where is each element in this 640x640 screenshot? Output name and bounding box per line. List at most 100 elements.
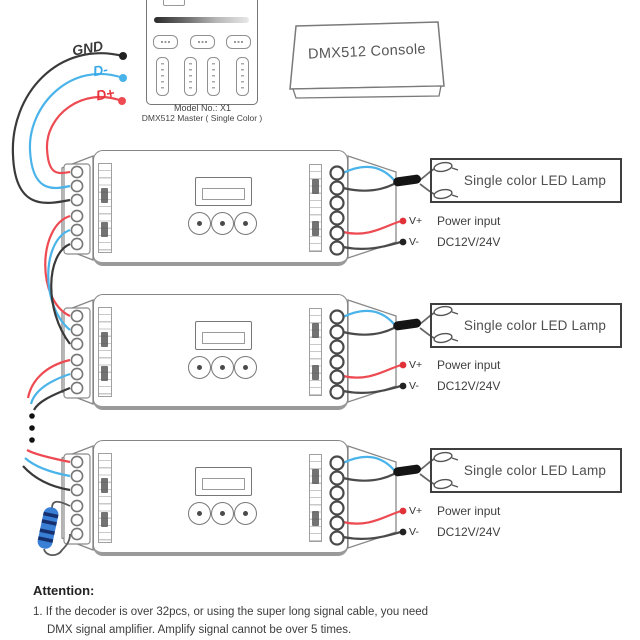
lamp-pin-bottom-lead [451, 484, 459, 488]
decoder-1-display-window [202, 188, 245, 200]
screw-terminal [329, 195, 345, 211]
screw-terminal [329, 515, 345, 531]
screw-terminal [70, 223, 84, 237]
v-minus-label-3: V- [409, 526, 419, 538]
decoder-2-right-terminal-labels [309, 308, 322, 396]
v-minus-label-1: V- [409, 236, 419, 248]
decoder-1-button-2 [211, 212, 234, 235]
attention-title: Attention: [33, 583, 95, 598]
power-input-label-3: Power input [437, 504, 501, 518]
power-wire-vplus [342, 363, 402, 379]
decoder-2-button-2 [211, 356, 234, 379]
decoder-3-left-terminal-labels [98, 453, 112, 543]
dmx-decoder-2-body [93, 294, 348, 410]
screw-terminal [70, 483, 84, 497]
master-dimmer-bar [154, 17, 249, 23]
decoder-right-wing [347, 155, 397, 259]
power-wire-vplus [342, 219, 402, 235]
screw-terminal [70, 499, 84, 513]
led-lamp-box-1: Single color LED Lamp [430, 158, 622, 203]
lamp-connector-pin-top [433, 451, 453, 463]
decoder-3-button-3 [234, 502, 257, 525]
power-input-label-1: Power input [437, 214, 501, 228]
decoder-1-left-terminal-labels [98, 163, 112, 253]
lamp-connector-pin-bottom [433, 478, 453, 490]
master-slider-1 [156, 57, 169, 96]
lamp-wire-blue [342, 309, 395, 325]
decoder-3-display-window [202, 478, 245, 490]
led-lamp-box-2: Single color LED Lamp [430, 303, 622, 348]
screw-terminal [70, 209, 84, 223]
power-wire-vminus [342, 384, 402, 394]
screw-terminal [70, 193, 84, 207]
v-minus-label-2: V- [409, 380, 419, 392]
screw-terminal [70, 513, 84, 527]
dc-voltage-label-1: DC12V/24V [437, 235, 501, 249]
screw-terminal [329, 500, 345, 516]
screw-terminal [70, 353, 84, 367]
master-button-3 [226, 35, 251, 49]
master-display-stub [163, 0, 185, 6]
lamp-connector-pin-bottom [433, 332, 453, 344]
lamp-connector-pin-bottom [433, 188, 453, 200]
decoder-3-button-2 [211, 502, 234, 525]
power-wire-vplus [342, 509, 402, 525]
vminus-terminal-dot [399, 382, 407, 390]
decoder-2-left-terminal-labels [98, 307, 112, 397]
daisy-chain-wires-in-3 [22, 449, 71, 492]
screw-terminal [329, 530, 345, 546]
screw-terminal [329, 210, 345, 226]
vplus-terminal-dot [399, 361, 407, 369]
screw-terminal [329, 240, 345, 256]
screw-terminal [329, 470, 345, 486]
master-button-2 [190, 35, 215, 49]
screw-terminal [70, 381, 84, 395]
d-minus-wire-end-dot [119, 74, 127, 82]
lamp-wire-blue [342, 165, 395, 181]
led-lamp-label-3: Single color LED Lamp [463, 463, 607, 478]
gnd-wire [11, 52, 124, 204]
v-plus-label-2: V+ [409, 359, 423, 371]
lamp-pin-top-lead [451, 167, 459, 171]
master-slider-2 [184, 57, 197, 96]
decoder-2-display-window [202, 332, 245, 344]
screw-terminal [70, 323, 84, 337]
screw-terminal [329, 165, 345, 181]
power-input-label-2: Power input [437, 358, 501, 372]
d-plus-wire [45, 95, 123, 175]
screw-terminal [329, 180, 345, 196]
d-plus-wire-end-dot [118, 97, 126, 105]
lamp-pin-bottom-lead [451, 338, 459, 342]
screw-terminal [70, 179, 84, 193]
screw-terminal [329, 369, 345, 385]
screw-terminal [329, 384, 345, 400]
daisy-chain-wires-1-2 [44, 214, 71, 345]
cable-connector [393, 318, 421, 331]
decoder-hardware [61, 299, 459, 405]
dc-voltage-label-2: DC12V/24V [437, 379, 501, 393]
lamp-pin-bottom-lead [451, 194, 459, 198]
decoder-input-terminal-block [63, 163, 91, 255]
screw-terminal [329, 225, 345, 241]
decoder-input-terminal-block [63, 307, 91, 399]
decoder-1-right-terminal-labels [309, 164, 322, 252]
screw-terminal [329, 485, 345, 501]
cable-connector [393, 464, 421, 477]
d-minus-wire [28, 72, 124, 190]
screw-terminal [329, 339, 345, 355]
daisy-chain-wires-2-out [26, 358, 71, 411]
led-lamp-label-1: Single color LED Lamp [463, 173, 607, 188]
power-wire-vminus [342, 530, 402, 540]
d-minus-wire-label: D- [91, 60, 110, 80]
decoder-1-button-3 [234, 212, 257, 235]
lamp-wire-dark [342, 327, 395, 336]
screw-terminal [70, 367, 84, 381]
power-wire-vminus [342, 240, 402, 250]
screw-terminal [329, 455, 345, 471]
decoder-right-wing [347, 299, 397, 403]
screw-terminal [70, 237, 84, 251]
attention-item-1-continued: DMX signal amplifier. Amplify signal can… [47, 624, 352, 636]
decoder-1-button-1 [188, 212, 211, 235]
dmx-decoder-1-body [93, 150, 348, 266]
